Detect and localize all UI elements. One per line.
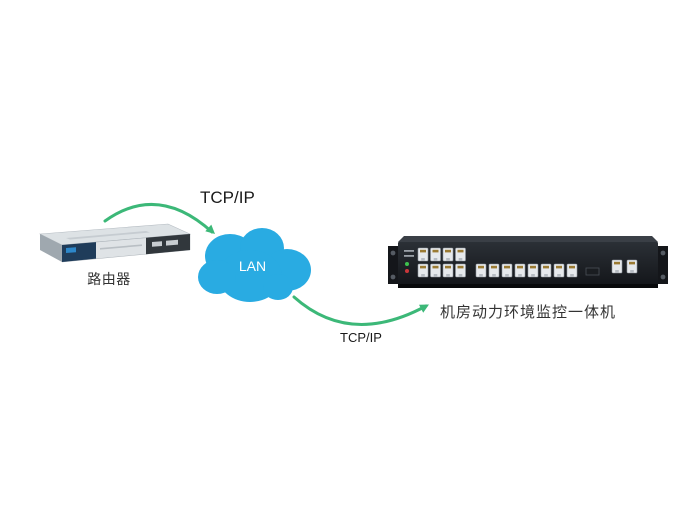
status-leds [404, 250, 414, 273]
cloud-shape [198, 228, 311, 302]
expansion-slot [585, 267, 600, 276]
lan-cloud-node: LAN [190, 220, 315, 308]
cloud-icon [198, 228, 311, 302]
router-node: 路由器 [26, 222, 192, 289]
tcpip-label-bottom: TCP/IP [340, 330, 382, 345]
monitor-label: 机房动力环境监控一体机 [439, 304, 616, 321]
router-label: 路由器 [87, 271, 131, 287]
lan-label: LAN [238, 258, 267, 274]
router-icon [38, 223, 192, 263]
tcpip-label-top: TCP/IP [200, 188, 255, 207]
monitor-node: 机房动力环境监控一体机 [388, 226, 668, 322]
monitor-device-icon [388, 236, 668, 288]
rack-mount-ears [388, 246, 668, 284]
